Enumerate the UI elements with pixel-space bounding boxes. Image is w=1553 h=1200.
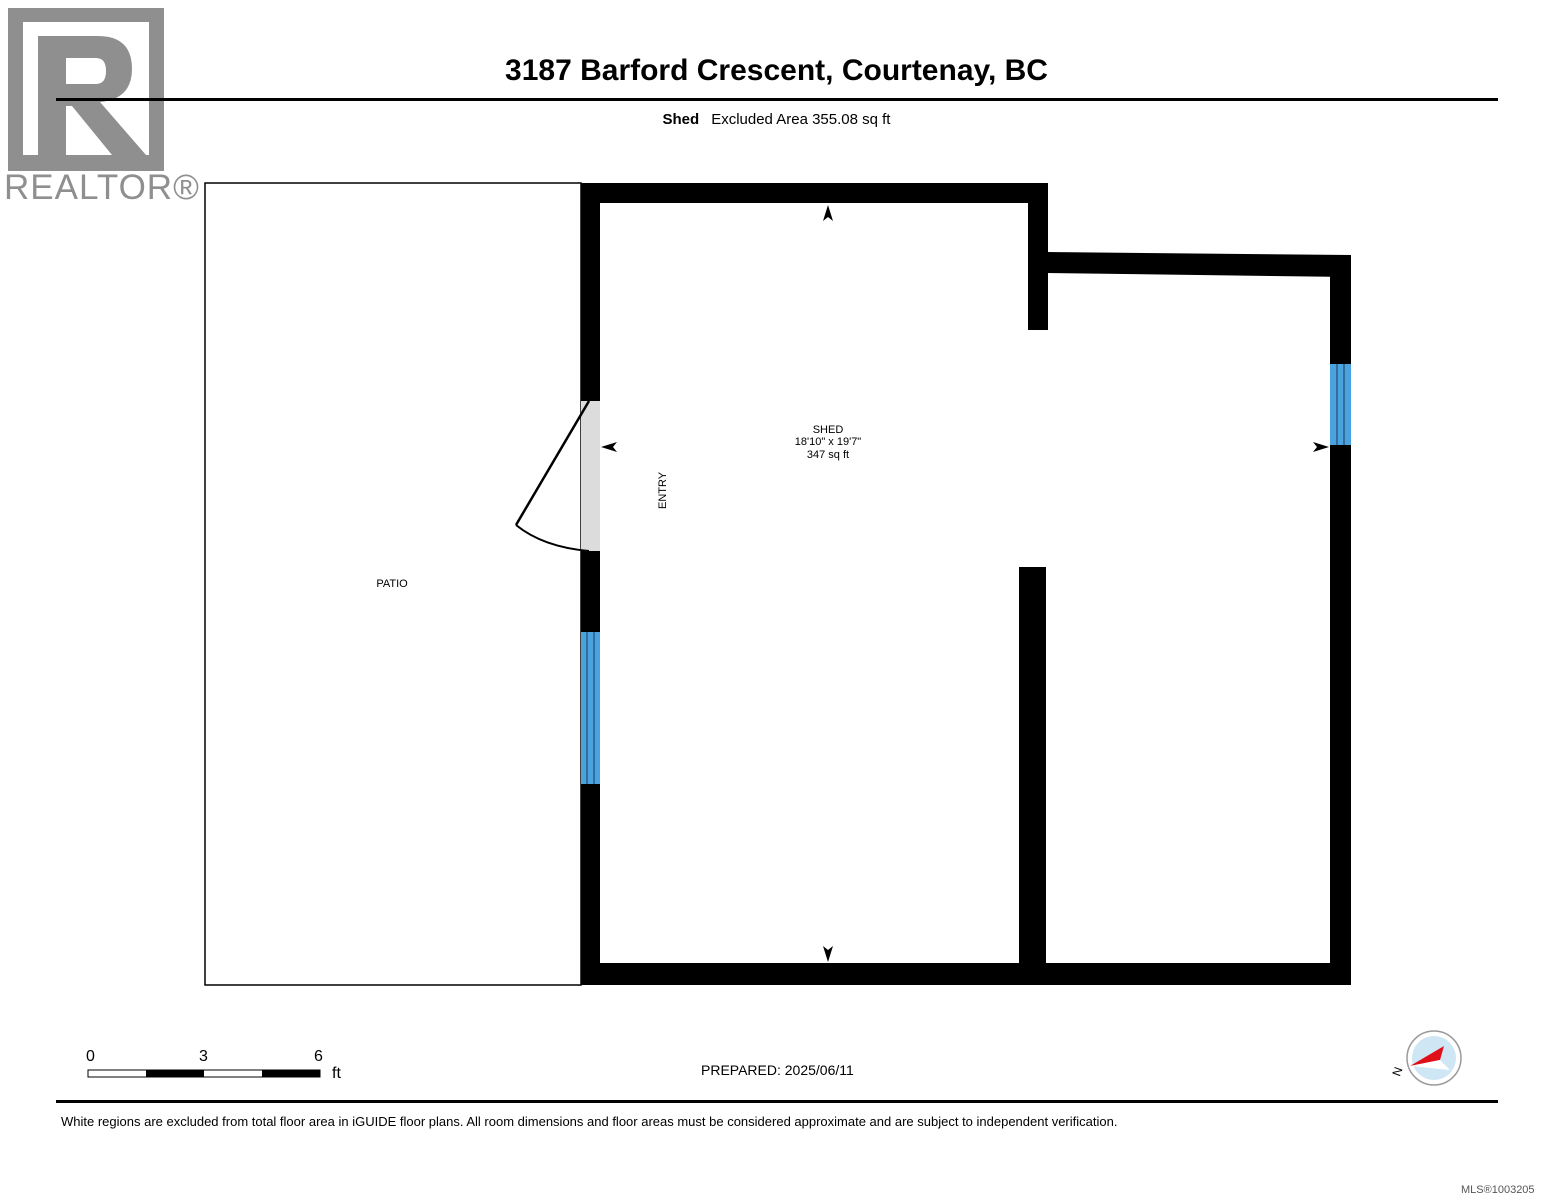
north-compass-icon: N [1392,1030,1462,1086]
floor-subtitle: Shed Excluded Area 355.08 sq ft [0,111,1553,128]
realtor-logo-text: REALTOR® [4,168,200,207]
windows [581,364,1351,784]
scale-label-6: 6 [314,1048,323,1065]
window-left [581,632,600,784]
wall-top-left [581,183,1048,203]
scale-label-3: 3 [199,1048,208,1065]
window-right [1330,364,1351,445]
header-divider [56,98,1498,101]
wall-notch-vertical [1028,183,1048,330]
wall-left-upper [581,183,600,401]
room-area-shed: 347 sq ft [806,449,850,461]
room-label-patio: PATIO [376,578,408,590]
walls [581,183,1351,985]
page-title: 3187 Barford Crescent, Courtenay, BC [505,54,1048,87]
floor-level-name: Shed [662,111,700,128]
prepared-date: PREPARED: 2025/06/11 [701,1062,854,1078]
scale-bar [87,1069,321,1078]
realtor-logo [8,8,164,171]
wall-interior [1019,567,1046,985]
mls-number: MLS®1003205 [1461,1184,1535,1196]
scale-label-0: 0 [86,1048,95,1065]
wall-top-right [1046,252,1351,277]
disclaimer-text: White regions are excluded from total fl… [61,1114,1118,1129]
dimension-arrows [601,205,1329,962]
excluded-area: Excluded Area 355.08 sq ft [711,111,891,128]
entry-door [514,400,600,552]
wall-bottom [581,963,1351,985]
room-label-entry: ENTRY [657,471,669,509]
room-label-shed: SHED [812,424,844,436]
compass-north-label: N [1392,1065,1405,1078]
room-dimensions-shed: 18'10" x 19'7" [794,436,862,448]
footer-divider [56,1100,1498,1103]
scale-unit: ft [332,1065,341,1082]
